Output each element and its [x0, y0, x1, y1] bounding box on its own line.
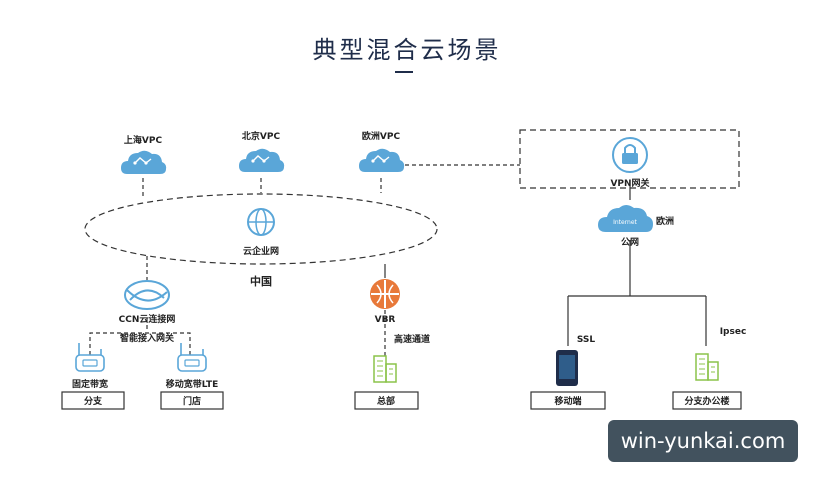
mobile-lte-label: 移动宽带LTE	[166, 378, 219, 390]
hq-building-icon	[373, 355, 397, 383]
internet-icon-text: Internet	[613, 219, 637, 226]
mobile-lte-node: 移动宽带LTE	[166, 342, 219, 390]
cloud-enterprise-node: 云企业网	[243, 208, 279, 257]
shanghai-vpc-label: 上海VPC	[124, 134, 163, 146]
vbr-label: VBR	[375, 315, 396, 325]
cloud-icon	[358, 148, 405, 173]
link-gateway-fork	[89, 332, 191, 355]
ccn-label: CCN云连接网	[119, 313, 176, 325]
europe-vpc-label: 欧洲VPC	[362, 130, 401, 142]
vpn-gateway-node: VPN网关	[610, 137, 650, 189]
vpn-gateway-box	[519, 129, 740, 189]
watermark-badge: win-yunkai.com	[608, 420, 798, 462]
ssl-label: SSL	[577, 335, 596, 345]
internet-node: Internet 欧洲 公网	[598, 205, 674, 248]
cloud-enterprise-label: 云企业网	[243, 245, 279, 257]
ccn-node: CCN云连接网	[119, 280, 176, 325]
express-connect-label: 高速通道	[394, 333, 430, 345]
ccn-icon	[124, 280, 170, 310]
public-net-label: 公网	[621, 237, 639, 248]
ipsec-label: Ipsec	[720, 327, 747, 337]
branch-box-label: 分支	[84, 395, 103, 407]
fixed-broadband-label: 固定带宽	[72, 378, 108, 390]
branch-office-building-icon	[695, 353, 719, 381]
china-label: 中国	[250, 274, 272, 288]
branch-office-box-label: 分支办公楼	[684, 395, 729, 407]
cloud-icon	[238, 148, 285, 173]
title-underline	[395, 71, 413, 73]
diagram-title: 典型混合云场景	[312, 36, 502, 64]
vpn-gateway-label: VPN网关	[610, 177, 649, 189]
fixed-broadband-node: 固定带宽	[72, 342, 108, 390]
router-icon	[177, 342, 207, 372]
connection-lines	[89, 164, 707, 356]
beijing-vpc-node: 北京VPC	[238, 130, 285, 173]
shanghai-vpc-node: 上海VPC	[120, 134, 167, 175]
cloud-icon	[120, 150, 167, 175]
beijing-vpc-label: 北京VPC	[242, 130, 281, 142]
mobile-client-node	[556, 350, 578, 386]
smart-gateway-label: 智能接入网关	[120, 332, 174, 344]
vbr-node: VBR	[370, 279, 400, 325]
europe-label: 欧洲	[656, 215, 674, 227]
mobile-client-box-label: 移动端	[554, 395, 581, 407]
europe-vpc-node: 欧洲VPC	[358, 130, 405, 173]
hq-box-label: 总部	[377, 395, 395, 407]
store-box-label: 门店	[183, 395, 201, 407]
internet-cloud-icon	[598, 205, 653, 232]
lock-icon	[612, 137, 648, 173]
bottom-boxes: 分支 门店 总部 移动端 分支办公楼	[61, 391, 742, 410]
cloud-enterprise-ring	[84, 193, 438, 265]
